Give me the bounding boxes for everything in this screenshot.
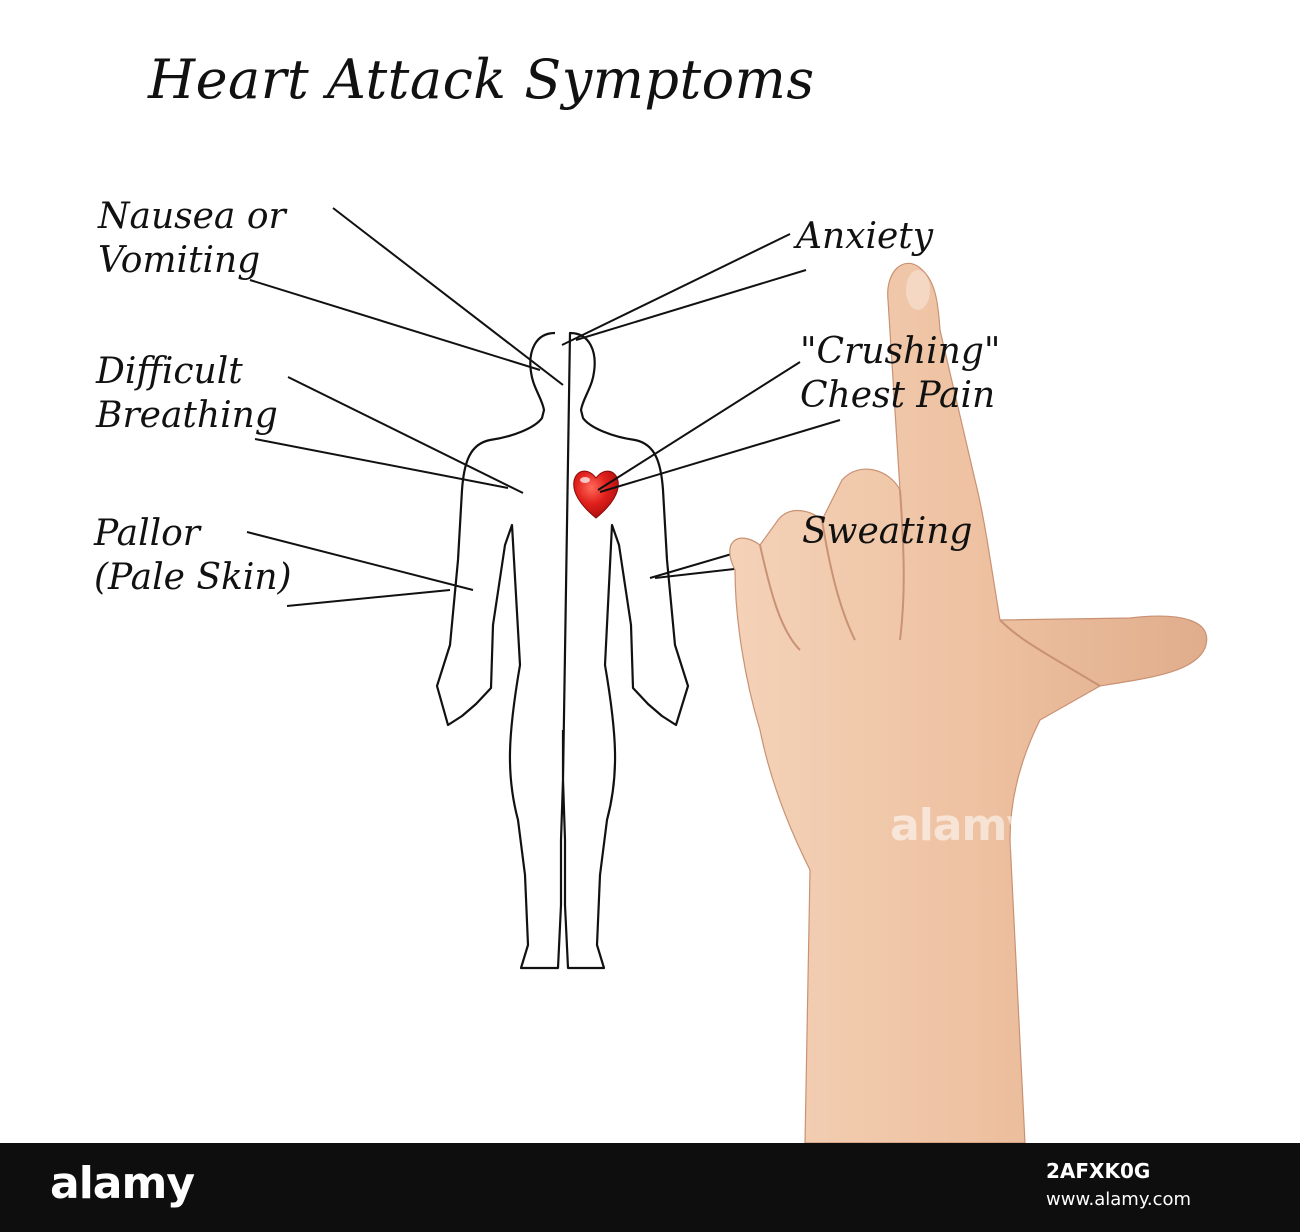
pallor-line-1 bbox=[246, 531, 474, 591]
diagram-graphics bbox=[246, 207, 1208, 1143]
label-sweating: Sweating bbox=[802, 511, 973, 552]
label-breathing-line-1: Difficult bbox=[96, 351, 243, 392]
finger-crease-1 bbox=[899, 489, 905, 641]
fingernail bbox=[906, 270, 930, 310]
label-chest: "Crushing" Chest Pain bbox=[800, 330, 1000, 418]
chest-line-2 bbox=[599, 419, 841, 493]
breathing-line-1 bbox=[287, 376, 524, 494]
label-nausea: Nausea or Vomiting bbox=[98, 195, 286, 283]
label-chest-line-1: "Crushing" bbox=[800, 331, 1001, 372]
finger-crease-2 bbox=[821, 519, 856, 641]
label-breathing-line-2: Breathing bbox=[96, 395, 278, 436]
pointing-hand bbox=[729, 262, 1208, 1143]
footer-bar: alamy 2AFXK0G www.alamy.com bbox=[0, 1143, 1300, 1232]
label-chest-line-2: Chest Pain bbox=[800, 375, 996, 416]
pallor-line-2 bbox=[286, 589, 451, 607]
label-nausea-line-2: Vomiting bbox=[98, 240, 261, 281]
label-pallor: Pallor (Pale Skin) bbox=[94, 512, 292, 600]
heart-icon bbox=[573, 470, 619, 519]
nausea-line-1 bbox=[332, 207, 564, 386]
label-breathing: Difficult Breathing bbox=[96, 350, 278, 438]
label-pallor-line-1: Pallor bbox=[94, 513, 200, 554]
finger-crease-3 bbox=[759, 544, 801, 651]
anxiety-line-1 bbox=[561, 233, 791, 346]
footer-url: www.alamy.com bbox=[1046, 1189, 1192, 1210]
hand-palm bbox=[729, 262, 1208, 1143]
anxiety-line-2 bbox=[575, 269, 807, 341]
chest-line-1 bbox=[597, 361, 801, 491]
label-anxiety: Anxiety bbox=[796, 216, 934, 257]
diagram-canvas: Heart Attack Symptoms Nausea or Vomiting… bbox=[94, 48, 1208, 1143]
footer-brand-logo: alamy bbox=[50, 1158, 195, 1209]
watermark: alamy bbox=[890, 800, 1035, 851]
thumb-crease bbox=[999, 619, 1101, 687]
nausea-line-2 bbox=[249, 279, 541, 371]
heart-highlight bbox=[580, 477, 590, 483]
breathing-line-2 bbox=[254, 438, 509, 489]
label-nausea-line-1: Nausea or bbox=[98, 196, 286, 237]
label-pallor-line-2: (Pale Skin) bbox=[94, 557, 292, 598]
footer-image-code: 2AFXK0G bbox=[1046, 1159, 1151, 1183]
page-title: Heart Attack Symptoms bbox=[148, 48, 815, 111]
body-outline bbox=[435, 331, 690, 970]
